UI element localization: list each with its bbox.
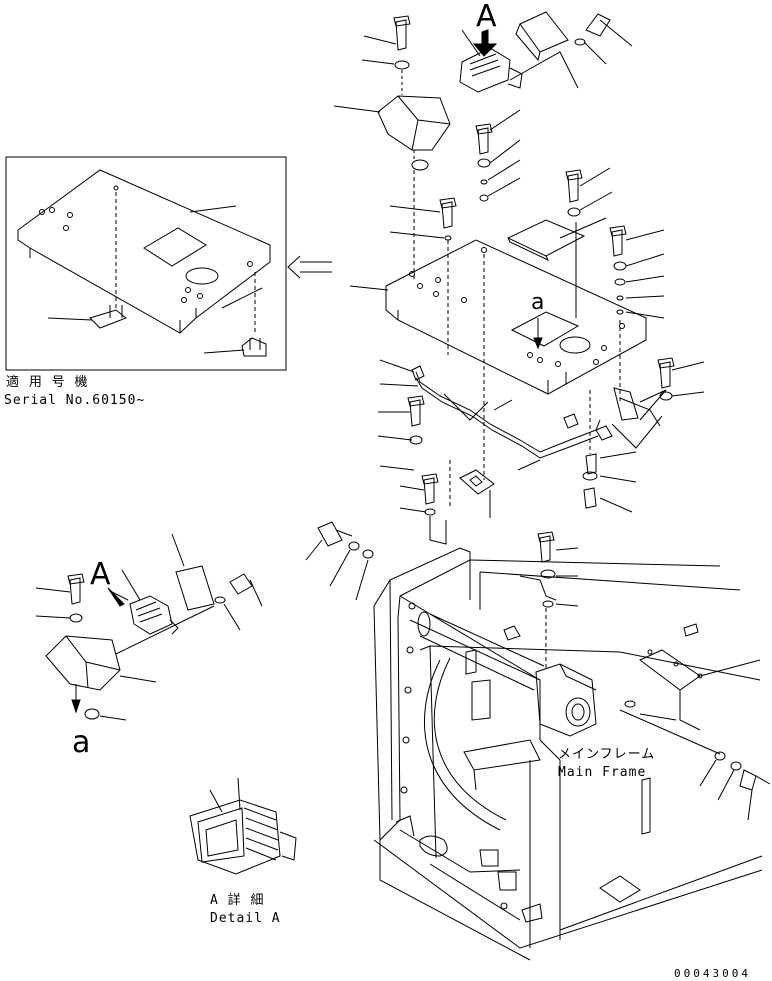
bracket-right (613, 387, 667, 427)
view-a-label-top: A (476, 0, 497, 34)
frame-side-bolts (619, 709, 771, 821)
detail-a-reference-upper (483, 254, 543, 480)
inset-frame (5, 156, 332, 371)
bolts-left-column (305, 395, 447, 601)
assembly-dashed-lines (413, 170, 621, 508)
main-frame-en-label: Main Frame (558, 765, 647, 780)
harness-clamp-bracket (443, 393, 495, 518)
left-light-assembly (35, 533, 263, 721)
detail-a-jp-label: A 詳 細 (210, 893, 265, 908)
inspection-cover (506, 217, 607, 262)
detail-a-light (189, 777, 297, 875)
detail-ref-a-lower: a (72, 725, 91, 760)
detail-ref-a-upper: a (531, 290, 545, 315)
top-bolt-and-washer (361, 15, 411, 95)
inset-leader-lines (47, 205, 263, 354)
view-a-label-left: A (90, 557, 111, 592)
main-deck-plate (349, 239, 647, 395)
frame-cross-tube (417, 611, 597, 737)
detail-a-en-label: Detail A (210, 911, 281, 926)
drawing-number: 00043004 (674, 967, 751, 980)
main-frame-jp-label: メインフレーム (558, 747, 656, 762)
bolts-mid-right (582, 357, 705, 513)
inset-serial-label: Serial No.60150~ (4, 393, 146, 408)
inset-applicable-label: 適 用 号 機 (6, 375, 89, 390)
top-light-view-a (459, 11, 633, 93)
right-fasteners-upper (475, 109, 665, 319)
inset-deck-plate (17, 169, 271, 357)
main-frame (373, 547, 763, 961)
bolts-mid-center (519, 531, 579, 668)
left-fasteners-mid (389, 197, 457, 355)
wire-harness (379, 359, 663, 471)
top-bracket-cover (333, 95, 451, 171)
